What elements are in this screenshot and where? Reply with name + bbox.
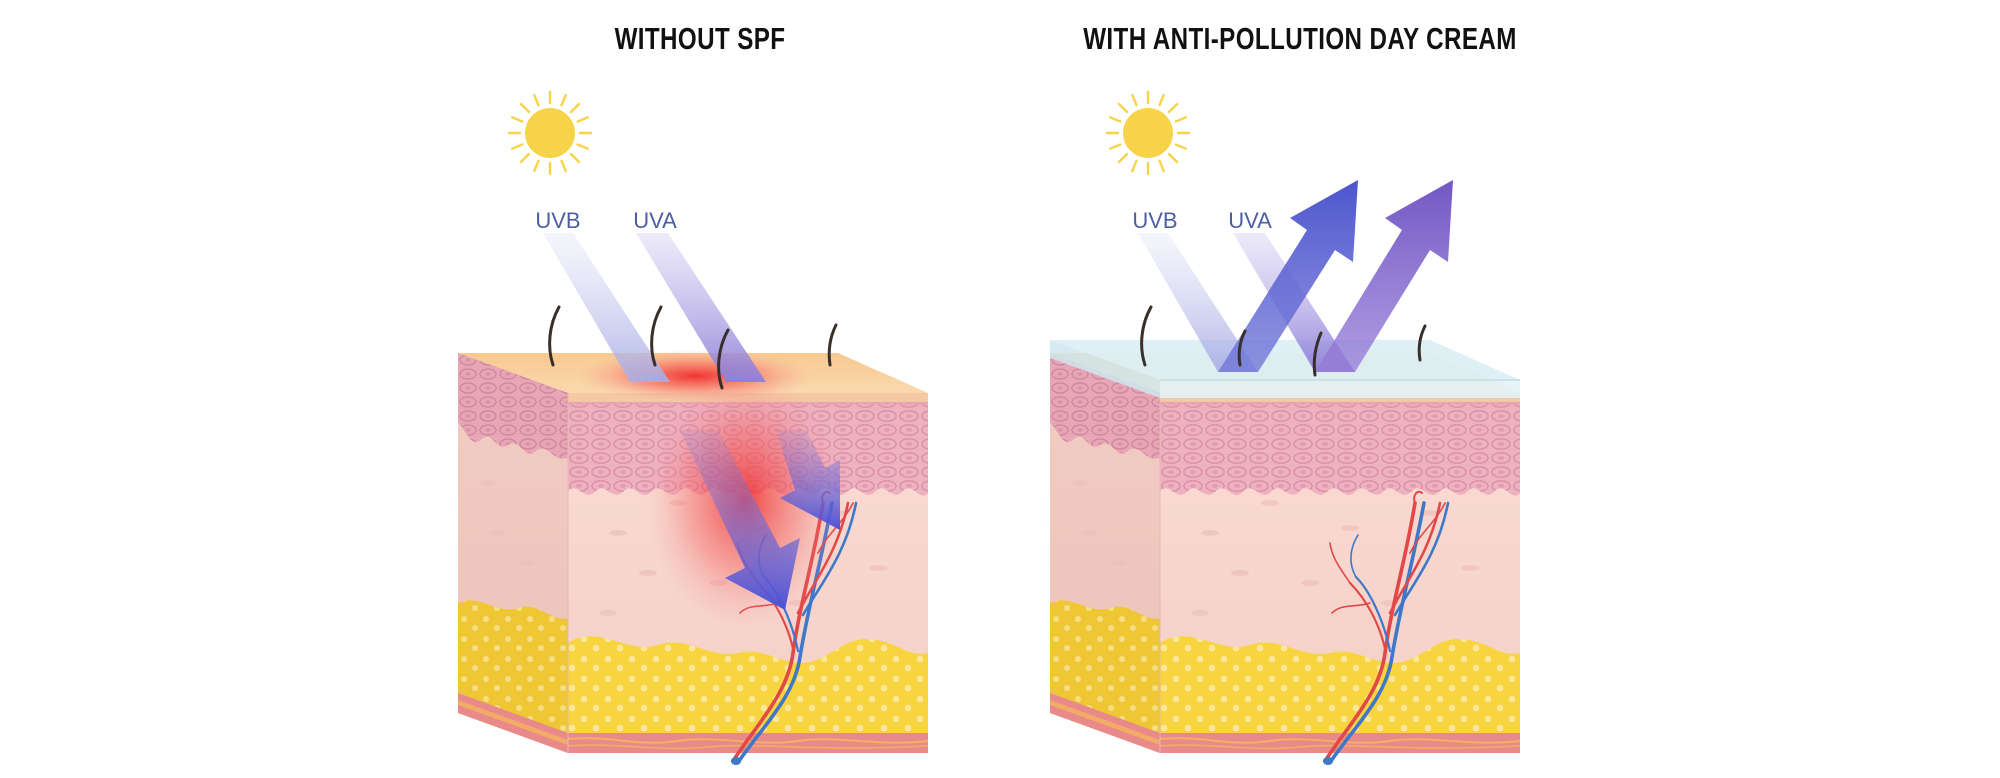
hair [1312,331,1323,377]
panel-title-with-day-cream: WITH ANTI-POLLUTION DAY CREAM [1083,21,1517,56]
uvb-label: UVB [1132,208,1177,233]
hair [1237,329,1247,367]
sun-icon [507,90,593,176]
uvb-ray [1138,233,1258,372]
uva-penetration-arrow [776,430,840,530]
panel-title-without-spf: WITHOUT SPF [614,21,786,56]
skin-cross-section [1048,351,1522,767]
uva-label: UVA [1228,208,1272,233]
sun-icon [1105,90,1191,176]
cream-protective-layer [1050,340,1520,398]
hair [1417,324,1427,362]
uvb-penetration-arrow [680,430,800,610]
uva-reflected-arrow [1315,180,1453,372]
uvb-label: UVB [535,208,580,233]
panel-without-spf: UVB UVA [456,90,930,767]
uvb-ray [543,233,670,382]
uva-ray [636,233,766,382]
uvb-reflected-arrow [1218,180,1358,372]
hair [827,323,838,367]
panel-with-day-cream: UVB UVA [1048,90,1522,767]
uva-label: UVA [633,208,677,233]
